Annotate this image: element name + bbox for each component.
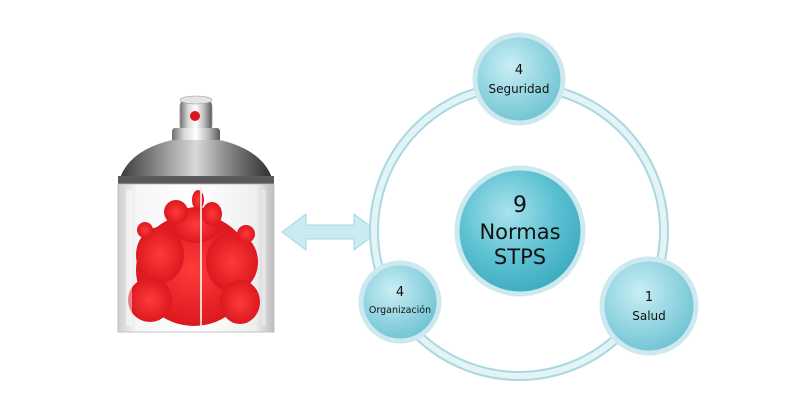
salud-count: 1 [644,290,654,305]
node-seguridad [472,32,566,126]
center-node [454,165,586,297]
salud-label: Salud [632,309,666,323]
seguridad-text: 4 Seguridad [475,52,563,108]
node-organizacion [358,260,442,344]
center-count: 9 [513,193,527,218]
seguridad-label: Seguridad [488,82,550,96]
organizacion-count: 4 [395,285,405,300]
spray-can-illustration [117,95,275,333]
salud-text: 1 Salud [605,282,693,332]
node-salud [599,256,699,356]
organizacion-label: Organización [368,305,432,316]
organizacion-text: 4 Organización [361,276,439,328]
double-arrow-icon [281,213,379,251]
red-ink-cloud [128,190,260,326]
seguridad-count: 4 [514,63,524,78]
center-label: Normas STPS [479,220,561,269]
center-node-text: 9 Normas STPS [457,172,583,290]
